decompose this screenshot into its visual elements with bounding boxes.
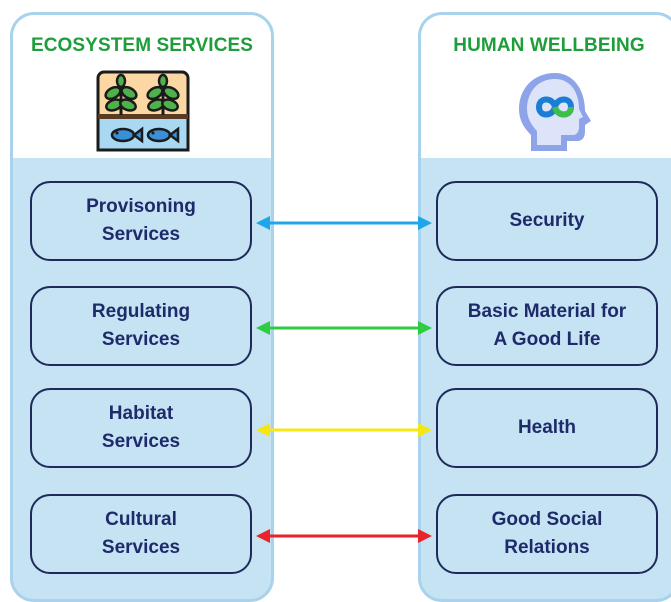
head-infinity-icon xyxy=(519,73,591,151)
ecosystem-services-header: ECOSYSTEM SERVICES xyxy=(13,15,271,158)
eco-box-regulating-services: Regulating Services xyxy=(30,286,252,366)
eco-box-habitat-services: Habitat Services xyxy=(30,388,252,468)
wellbeing-box-basic-material-for-a-good-life: Basic Material for A Good Life xyxy=(436,286,658,366)
link-arrow-1 xyxy=(256,216,432,230)
eco-box-cultural-services: Cultural Services xyxy=(30,494,252,574)
wellbeing-box-good-social-relations: Good Social Relations xyxy=(436,494,658,574)
eco-box-provisoning-services: Provisoning Services xyxy=(30,181,252,261)
farm-aquaculture-icon xyxy=(96,70,190,152)
human-wellbeing-title: HUMAN WELLBEING xyxy=(453,35,645,56)
human-wellbeing-header: HUMAN WELLBEING xyxy=(421,15,671,158)
link-arrow-3 xyxy=(256,423,432,437)
link-arrows xyxy=(256,216,432,543)
link-arrow-2 xyxy=(256,321,432,335)
wellbeing-box-health: Health xyxy=(436,388,658,468)
link-arrow-4 xyxy=(256,529,432,543)
ecosystem-services-title: ECOSYSTEM SERVICES xyxy=(30,35,254,56)
wellbeing-box-security: Security xyxy=(436,181,658,261)
